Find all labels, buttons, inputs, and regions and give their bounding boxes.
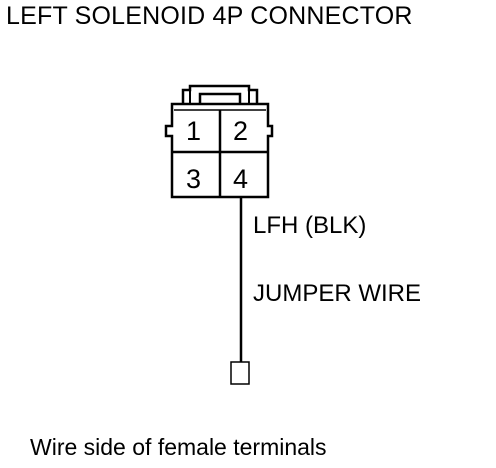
diagram-title: LEFT SOLENOID 4P CONNECTOR (6, 2, 413, 30)
wire-color-label: LFH (BLK) (253, 212, 367, 239)
jumper-wire-terminal (230, 361, 250, 385)
pin-4-label: 4 (233, 164, 248, 194)
jumper-wire-label: JUMPER WIRE (253, 280, 421, 307)
pin-grid (172, 110, 268, 197)
pin-2-label: 2 (233, 116, 248, 146)
diagram-caption: Wire side of female terminals (30, 434, 327, 460)
pin-3-label: 3 (186, 164, 201, 194)
pin-1-label: 1 (186, 116, 201, 146)
